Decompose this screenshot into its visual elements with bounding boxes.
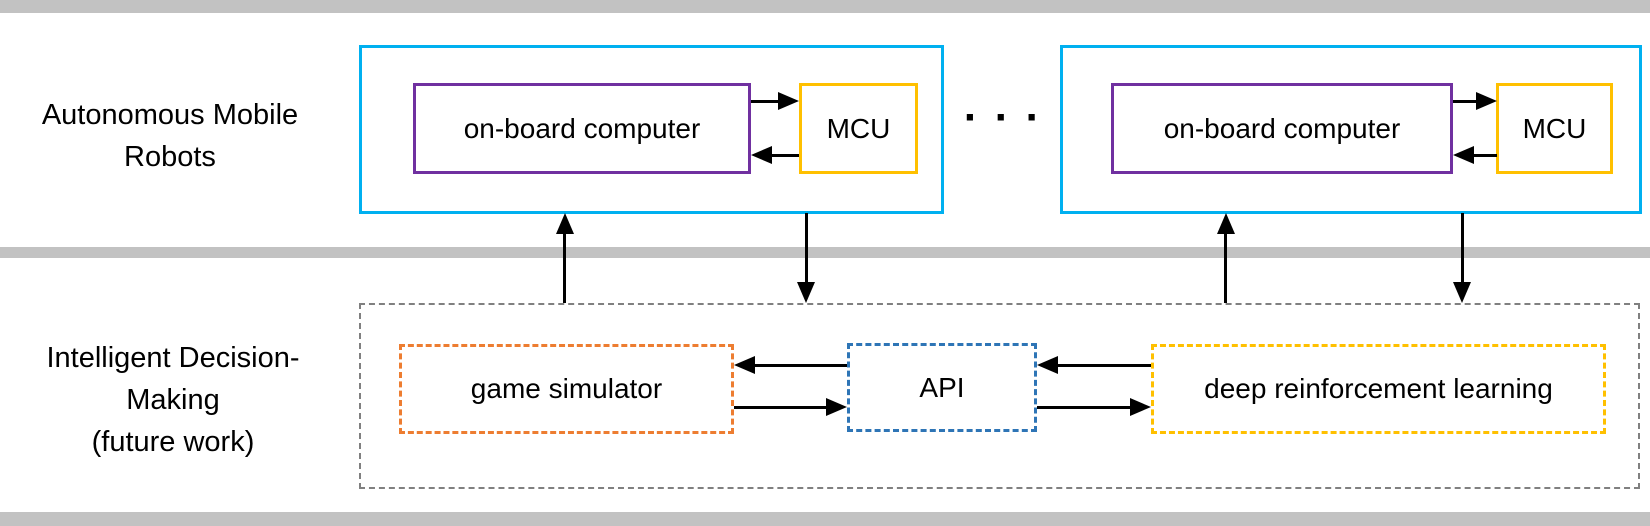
obc1-to-mcu1-arrowhead bbox=[778, 92, 799, 110]
onboard-computer-1-label: on-board computer bbox=[463, 112, 701, 144]
deep-reinforcement-learning-box: deep reinforcement learning bbox=[1151, 344, 1606, 434]
mcu-2-label: MCU bbox=[1522, 112, 1587, 144]
mcu2-to-obc2-arrowhead bbox=[1453, 146, 1474, 164]
label-line: (future work) bbox=[91, 426, 255, 458]
decision-to-robot1-arrowhead bbox=[556, 213, 574, 234]
mcu-2-box: MCU bbox=[1496, 83, 1613, 174]
game-to-api-arrowhead bbox=[826, 398, 847, 416]
robot1-to-decision-arrowhead bbox=[797, 282, 815, 303]
onboard-computer-2-box: on-board computer bbox=[1111, 83, 1453, 174]
label-line: Robots bbox=[124, 141, 216, 173]
decision-to-robot1-arrow-line bbox=[563, 232, 566, 303]
middle-separator-bar bbox=[0, 247, 1650, 258]
decision-to-robot2-arrow-line bbox=[1224, 232, 1227, 303]
mcu-1-box: MCU bbox=[799, 83, 918, 174]
mcu1-to-obc1-arrow-line bbox=[771, 154, 799, 157]
obc2-to-mcu2-arrowhead bbox=[1476, 92, 1497, 110]
obc1-to-mcu1-arrow-line bbox=[751, 100, 779, 103]
onboard-computer-1-box: on-board computer bbox=[413, 83, 751, 174]
robot1-to-decision-arrow-line bbox=[805, 213, 808, 283]
game-to-api-arrow-line bbox=[734, 406, 827, 409]
api-to-game-arrow-line bbox=[754, 364, 847, 367]
mcu-1-label: MCU bbox=[826, 112, 891, 144]
api-label: API bbox=[919, 371, 965, 403]
label-line: Intelligent Decision- bbox=[46, 342, 300, 374]
drl-to-api-arrowhead bbox=[1037, 356, 1058, 374]
robot2-to-decision-arrowhead bbox=[1453, 282, 1471, 303]
top-separator-bar bbox=[0, 0, 1650, 13]
decision-to-robot2-arrowhead bbox=[1217, 213, 1235, 234]
label-line: Making bbox=[126, 384, 220, 416]
game-simulator-label: game simulator bbox=[470, 373, 663, 404]
api-to-game-arrowhead bbox=[734, 356, 755, 374]
deep-reinforcement-learning-label: deep reinforcement learning bbox=[1204, 373, 1553, 404]
api-to-drl-arrowhead bbox=[1130, 398, 1151, 416]
robot2-to-decision-arrow-line bbox=[1461, 213, 1464, 283]
mcu1-to-obc1-arrowhead bbox=[751, 146, 772, 164]
drl-to-api-arrow-line bbox=[1057, 364, 1151, 367]
game-simulator-box: game simulator bbox=[399, 344, 734, 434]
autonomous-mobile-robots-label: Autonomous Mobile Robots bbox=[10, 94, 330, 178]
intelligent-decision-making-label: Intelligent Decision- Making (future wor… bbox=[10, 337, 336, 463]
api-to-drl-arrow-line bbox=[1037, 406, 1131, 409]
bottom-separator-bar bbox=[0, 512, 1650, 526]
label-line: Autonomous Mobile bbox=[41, 99, 299, 131]
obc2-to-mcu2-arrow-line bbox=[1453, 100, 1477, 103]
more-robots-ellipsis: · · · bbox=[963, 93, 1043, 142]
decision-making-container bbox=[359, 303, 1640, 489]
mcu2-to-obc2-arrow-line bbox=[1473, 154, 1497, 157]
onboard-computer-2-label: on-board computer bbox=[1163, 112, 1401, 144]
api-box: API bbox=[847, 343, 1037, 432]
